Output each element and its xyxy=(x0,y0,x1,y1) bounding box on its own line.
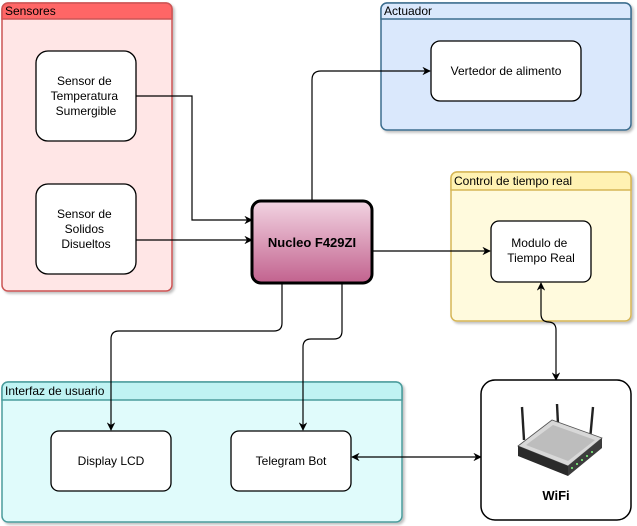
group-sensores-title: Sensores xyxy=(5,4,56,18)
node-telegram-bot-box xyxy=(230,430,352,492)
node-temp-sensor-label: Sensor de Temperatura Sumergible xyxy=(51,74,122,118)
node-wifi-label: WiFi xyxy=(542,488,569,503)
node-display-lcd-box xyxy=(50,430,172,492)
edge-rtc-wifi xyxy=(536,282,561,381)
node-feeder-label: Vertedor de alimento xyxy=(451,64,562,78)
node-display-lcd-label: Display LCD xyxy=(78,454,145,468)
node-telegram-bot: Telegram Bot xyxy=(230,430,352,492)
node-rtc-label: Modulo de Tiempo Real xyxy=(507,236,575,265)
group-control-title: Control de tiempo real xyxy=(454,174,572,188)
node-wifi: WiFi xyxy=(480,379,632,521)
node-rtc: Modulo de Tiempo Real xyxy=(490,220,592,283)
node-temp-sensor-box xyxy=(35,50,137,142)
node-mcu-box xyxy=(250,199,374,285)
group-actuador-title: Actuador xyxy=(384,4,432,18)
node-feeder: Vertedor de alimento xyxy=(430,40,582,102)
group-interfaz-header xyxy=(1,381,403,401)
group-sensores-header xyxy=(1,2,173,20)
group-control-header xyxy=(450,171,632,191)
node-mcu: Nucleo F429ZI xyxy=(250,199,374,285)
node-temp-sensor: Sensor de Temperatura Sumergible xyxy=(35,50,137,142)
node-solids-sensor: Sensor de Solidos Disueltos xyxy=(35,183,137,275)
node-solids-sensor-label: Sensor de Solidos Disueltos xyxy=(57,207,115,251)
node-mcu-label: Nucleo F429ZI xyxy=(268,235,356,250)
node-display-lcd: Display LCD xyxy=(50,430,172,492)
edge-temp-to-mcu xyxy=(136,95,253,225)
node-telegram-bot-label: Telegram Bot xyxy=(256,454,327,468)
node-feeder-box xyxy=(430,40,582,102)
edges xyxy=(106,66,561,462)
node-solids-sensor-box xyxy=(35,183,137,275)
edge-mcu-to-lcd xyxy=(106,284,283,431)
edge-mcu-to-telegram xyxy=(298,284,343,431)
edge-mcu-to-feeder xyxy=(311,66,431,200)
wifi-router-icon xyxy=(517,403,603,476)
group-actuador-header xyxy=(380,2,632,20)
group-interfaz-title: Interfaz de usuario xyxy=(5,384,105,398)
node-rtc-box xyxy=(490,220,592,283)
